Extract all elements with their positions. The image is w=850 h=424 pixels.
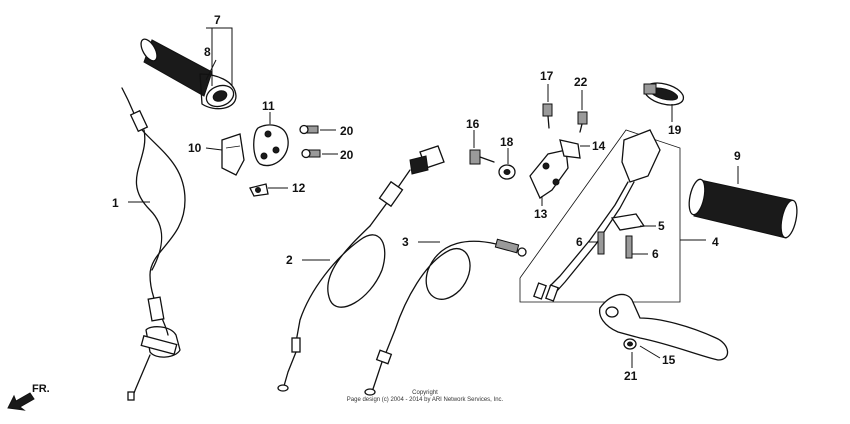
- callout-8: 8: [204, 45, 211, 59]
- callout-20b: 20: [340, 148, 354, 162]
- callout-15: 15: [662, 353, 676, 367]
- left-grip: [140, 38, 237, 110]
- callout-5: 5: [658, 219, 665, 233]
- callout-7: 7: [214, 13, 221, 27]
- leader-lines: [128, 27, 739, 368]
- clutch-lever: [598, 293, 729, 361]
- callout-20a: 20: [340, 124, 354, 138]
- arrow-down-left-icon: [7, 392, 35, 411]
- footer-credit: Page design (c) 2004 - 2014 by ARI Netwo…: [347, 397, 504, 403]
- throttle-housing: [221, 124, 321, 197]
- lever-bracket: [469, 103, 588, 199]
- callout-6a: 6: [576, 235, 583, 249]
- callout-21: 21: [624, 369, 638, 383]
- callout-19: 19: [668, 123, 682, 137]
- footer: Copyright Page design (c) 2004 - 2014 by…: [347, 390, 504, 403]
- switch-assembly: [519, 129, 706, 303]
- throttle-cable: [121, 87, 186, 401]
- footer-copyright: Copyright: [412, 390, 438, 396]
- callout-12: 12: [292, 181, 306, 195]
- callout-4: 4: [712, 235, 719, 249]
- callout-14: 14: [592, 139, 606, 153]
- callout-11: 11: [262, 99, 275, 113]
- callout-13: 13: [534, 207, 548, 221]
- callout-6b: 6: [652, 247, 659, 261]
- right-cable: [364, 238, 527, 396]
- callout-labels: 1 2 3 4 5 6 6 7 8 9 10 11 12 13 14 15 16…: [112, 13, 741, 383]
- right-grip: [688, 178, 798, 239]
- direction-label: FR.: [32, 383, 50, 395]
- front-direction-indicator: FR.: [7, 383, 50, 411]
- callout-9: 9: [734, 149, 741, 163]
- callout-2: 2: [286, 253, 293, 267]
- callout-3: 3: [402, 235, 409, 249]
- middle-cable: [277, 145, 445, 392]
- callout-16: 16: [466, 117, 480, 131]
- callout-10: 10: [188, 141, 202, 155]
- callout-17: 17: [540, 69, 554, 83]
- callout-1: 1: [112, 196, 119, 210]
- callout-17-18: 18: [500, 135, 514, 149]
- callout-22: 22: [574, 75, 588, 89]
- hose-clamp: [643, 82, 685, 106]
